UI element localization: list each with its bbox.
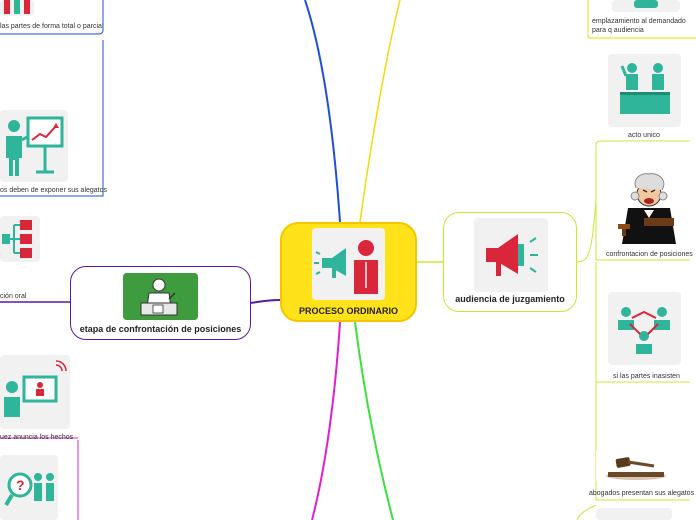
label-cion-oral: ción oral (0, 293, 27, 300)
gavel-icon (596, 448, 672, 484)
central-title: PROCESO ORDINARIO (298, 306, 398, 316)
hierarchy-icon (0, 216, 40, 262)
label-emplazamiento: emplazamiento al demandado para q audien… (592, 18, 686, 34)
meeting-icon (608, 292, 681, 365)
label-si-partes-asisten: si las partes inasisten (613, 373, 680, 380)
teal-figure-icon (612, 0, 680, 12)
question-search-icon: ? (0, 455, 58, 520)
angry-judge-icon (614, 168, 684, 244)
megaphone-person-icon (312, 228, 385, 300)
label-partes-total-parcial: las partes de forma total o parcial (0, 23, 104, 30)
label-abogados-alegatos: abogados presentan sus alegatos (589, 490, 695, 497)
svg-text:?: ? (16, 477, 25, 493)
cropped-thumbnail (596, 508, 672, 520)
presentation-icon (0, 110, 68, 182)
audience-icon (608, 54, 681, 127)
label-juez-anuncia: uez anuncia los hechos (0, 434, 74, 441)
people-icon (0, 0, 34, 16)
video-screen-icon (0, 355, 70, 429)
label-confrontacion: confrontacion de posiciones (606, 251, 693, 258)
megaphone-icon (474, 218, 548, 292)
judge-bench-icon (123, 273, 198, 320)
audiencia-title: audiencia de juzgamiento (455, 294, 565, 304)
etapa-title: etapa de confrontación de posiciones (79, 324, 242, 334)
label-acto-unico: acto unico (628, 132, 660, 139)
label-deben-exponer: os deben de exponer sus alegatos (0, 187, 108, 194)
